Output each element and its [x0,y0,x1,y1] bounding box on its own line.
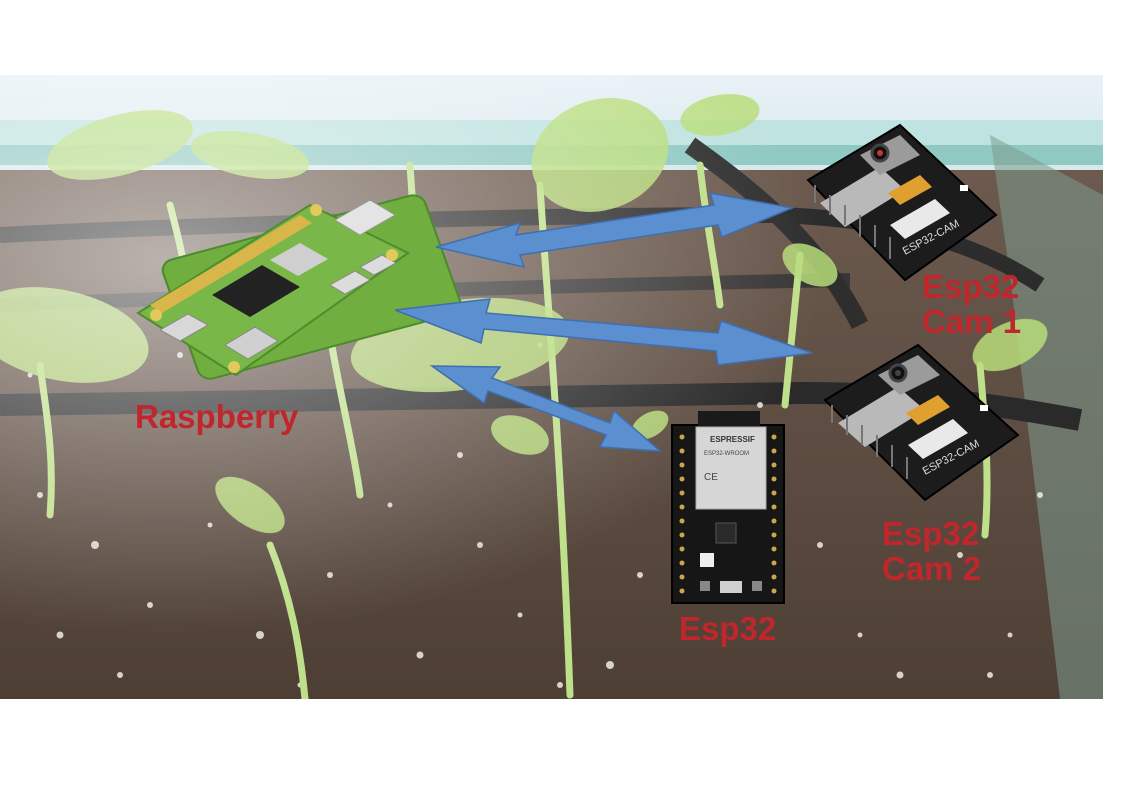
raspberry-pi-details [136,199,410,377]
esp32-cam-board-icon-2: ESP32-CAM [823,343,1020,502]
svg-text:ESPRESSIF: ESPRESSIF [710,435,755,444]
arrow-double-icon-2 [394,298,813,366]
esp32-devkit-board-icon: ESPRESSIF ESP32-WROOM CE [671,411,785,604]
background-photo-plants: ESP32-CAM ESP32-CAM ESPRESSIF ESP32-WROO… [0,75,1103,699]
arrow-double-icon [435,192,795,269]
svg-text:ESP32-WROOM: ESP32-WROOM [704,451,749,457]
esp32-cam-board-icon: ESP32-CAM [806,123,998,282]
esp32-cam1-label: Esp32 Cam 1 [922,268,1022,340]
esp32-label: Esp32 [679,610,777,647]
arrow-double-icon-3 [429,365,663,452]
raspberry-label: Raspberry [135,398,299,435]
esp32-cam2-label: Esp32 Cam 2 [882,515,982,587]
svg-text:CE: CE [704,472,718,483]
